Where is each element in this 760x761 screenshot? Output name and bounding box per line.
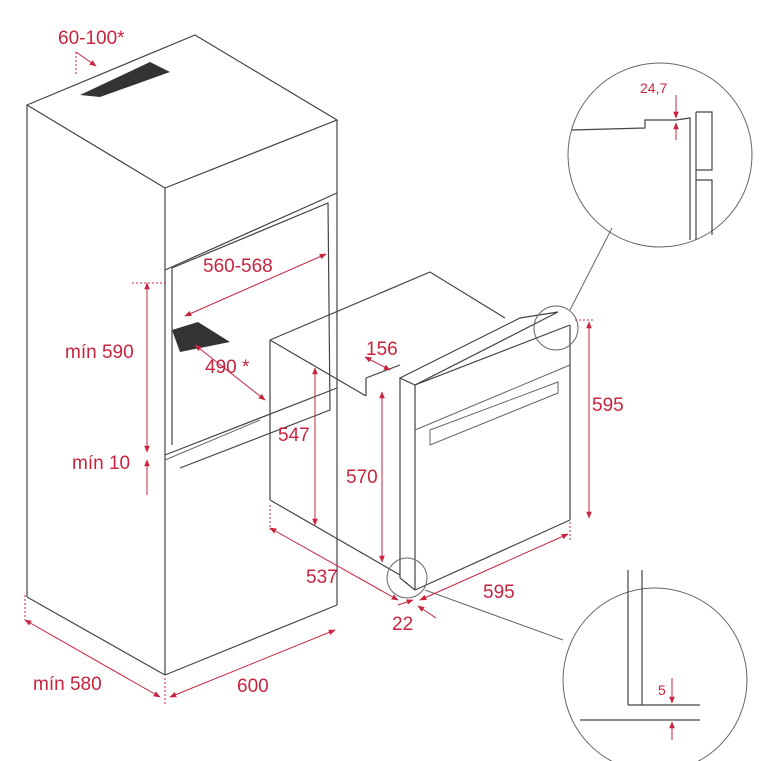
door-offset-label: 22 xyxy=(392,614,414,635)
vent-gap-label: 60-100* xyxy=(58,28,125,49)
dimension-lines xyxy=(24,51,679,740)
niche-height-label: mín 590 xyxy=(65,342,134,363)
niche-depth-label: 490 * xyxy=(205,357,250,378)
bottom-gap-label: mín 10 xyxy=(72,453,131,474)
vent-slot xyxy=(80,62,170,97)
bottom-detail-label: 5 xyxy=(658,682,666,698)
niche-width-label: 560-568 xyxy=(203,256,273,277)
oven-body-height-label: 547 xyxy=(278,425,310,446)
cabinet-width-label: 600 xyxy=(237,676,269,697)
oven-depth-label: 537 xyxy=(306,567,338,588)
top-detail-label: 24,7 xyxy=(640,80,668,96)
total-height-label: 595 xyxy=(592,395,624,416)
niche-shelf-slot xyxy=(172,322,230,352)
door-height-label: 570 xyxy=(346,467,378,488)
oven-width-label: 595 xyxy=(483,582,515,603)
detail-callouts xyxy=(386,62,753,761)
cabinet-depth-label: mín 580 xyxy=(33,674,102,695)
front-panel-depth-label: 156 xyxy=(366,339,398,360)
